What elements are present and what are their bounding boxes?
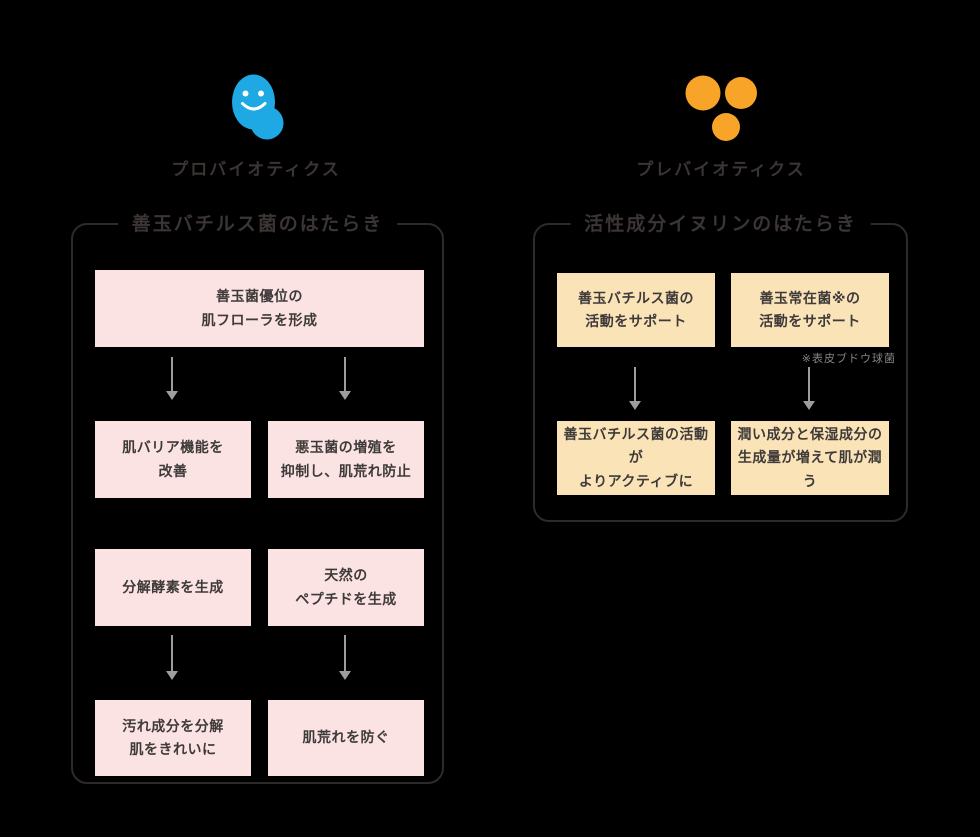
down-arrow-icon xyxy=(339,357,351,400)
prebiotics-panel-title: 活性成分イヌリンのはたらき xyxy=(570,212,871,238)
flow-box-moisture-increase: 潤い成分と保湿成分の 生成量が増えて肌が潤う xyxy=(731,421,889,495)
flow-box-skin-barrier: 肌バリア機能を 改善 xyxy=(95,421,251,498)
prebiotics-dots-icon xyxy=(685,73,760,148)
down-arrow-icon xyxy=(629,367,641,410)
down-arrow-icon xyxy=(803,367,815,410)
probiotics-heading: プロバイオティクス xyxy=(171,160,341,179)
flow-box-suppress-bad-bacteria: 悪玉菌の増殖を 抑制し、肌荒れ防止 xyxy=(268,421,424,498)
flow-box-prevent-roughness: 肌荒れを防ぐ xyxy=(268,700,424,776)
flow-box-enzymes: 分解酵素を生成 xyxy=(95,549,251,626)
probiotics-panel-title: 善玉バチルス菌のはたらき xyxy=(117,212,398,238)
prebiotics-panel: 活性成分イヌリンのはたらき 善玉バチルス菌の 活動をサポート 善玉常在菌※の 活… xyxy=(533,212,908,522)
down-arrow-icon xyxy=(166,635,178,680)
flow-box-bacillus-more-active: 善玉バチルス菌の活動が よりアクティブに xyxy=(557,421,715,495)
flow-box-support-resident-bacteria: 善玉常在菌※の 活動をサポート xyxy=(731,273,889,347)
flow-box-peptides: 天然の ペプチドを生成 xyxy=(268,549,424,626)
flow-box-clean-skin: 汚れ成分を分解 肌をきれいに xyxy=(95,700,251,776)
down-arrow-icon xyxy=(166,357,178,400)
down-arrow-icon xyxy=(339,635,351,680)
flow-box-skin-flora: 善玉菌優位の 肌フローラを形成 xyxy=(95,270,424,347)
footnote-staphylococcus: ※表皮ブドウ球菌 xyxy=(801,353,896,365)
probiotics-panel: 善玉バチルス菌のはたらき 善玉菌優位の 肌フローラを形成 肌バリア機能を 改善 … xyxy=(71,212,444,784)
prebiotics-heading: プレバイオティクス xyxy=(636,160,806,179)
probiotics-mascot-icon xyxy=(225,68,295,155)
flow-box-support-bacillus: 善玉バチルス菌の 活動をサポート xyxy=(557,273,715,347)
